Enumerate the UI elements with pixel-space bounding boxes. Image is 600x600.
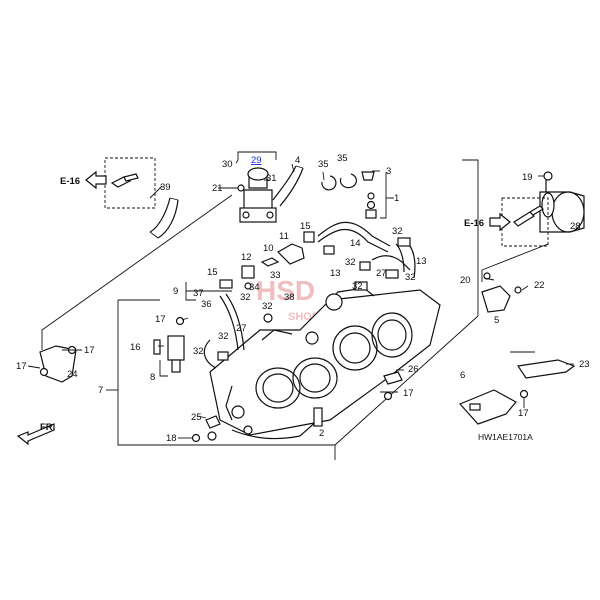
bracket-5-icon [481, 285, 511, 313]
callout-17c[interactable]: 17 [16, 361, 27, 372]
ref-group-left: E-16 [60, 157, 156, 209]
callout-27a[interactable]: 27 [376, 268, 387, 279]
callout-12[interactable]: 12 [241, 252, 252, 263]
bracket-23-icon [516, 359, 576, 379]
plate-6-icon [458, 389, 517, 425]
callout-29[interactable]: 29 [251, 155, 262, 166]
filter-group [539, 171, 585, 233]
callout-4[interactable]: 4 [295, 155, 300, 166]
callout-23[interactable]: 23 [579, 359, 590, 370]
callout-2[interactable]: 2 [319, 428, 324, 439]
front-label: FR. [40, 422, 55, 433]
callout-11[interactable]: 11 [279, 231, 289, 242]
front-arrow-icon [16, 423, 55, 446]
callout-31[interactable]: 31 [266, 173, 277, 184]
bracket-line [41, 194, 233, 350]
callout-28[interactable]: 28 [570, 221, 581, 232]
callout-10[interactable]: 10 [263, 243, 274, 254]
leader-lines [27, 159, 574, 439]
callout-7[interactable]: 7 [98, 385, 103, 396]
callout-15a[interactable]: 15 [300, 221, 311, 232]
ref-arrow-right-icon [489, 212, 511, 232]
callout-17e[interactable]: 17 [518, 408, 529, 419]
callout-39[interactable]: 39 [160, 182, 171, 193]
callout-8[interactable]: 8 [150, 372, 155, 383]
callout-32e[interactable]: 32 [262, 301, 273, 312]
ref-arrow-left-icon [85, 170, 107, 190]
callout-22[interactable]: 22 [534, 280, 545, 291]
callout-32f[interactable]: 32 [218, 331, 229, 342]
callout-17b[interactable]: 17 [84, 345, 95, 356]
throttle-body-icon [209, 289, 441, 436]
callout-21[interactable]: 21 [212, 183, 223, 194]
fitting-tip-icon [123, 173, 139, 182]
callout-3[interactable]: 3 [386, 166, 391, 177]
callout-17d[interactable]: 17 [403, 388, 414, 399]
valve-group [218, 151, 277, 223]
callout-27b[interactable]: 27 [236, 323, 247, 334]
callout-35a[interactable]: 35 [318, 159, 329, 170]
callout-16[interactable]: 16 [130, 342, 141, 353]
clamp-35a-icon [321, 175, 337, 191]
callout-5[interactable]: 5 [494, 315, 499, 326]
diagram-code: HW1AE1701A [478, 432, 533, 442]
callout-17a[interactable]: 17 [155, 314, 166, 325]
callout-35b[interactable]: 35 [337, 153, 348, 164]
callout-32c[interactable]: 32 [405, 272, 416, 283]
fitting-3-icon [361, 171, 375, 181]
callout-24[interactable]: 24 [67, 369, 78, 380]
callout-34[interactable]: 34 [249, 282, 260, 293]
callout-18[interactable]: 18 [166, 433, 177, 444]
ref-label-left[interactable]: E-16 [60, 176, 80, 187]
callout-1[interactable]: 1 [394, 193, 399, 204]
callout-32b[interactable]: 32 [345, 257, 356, 268]
callout-15b[interactable]: 15 [207, 267, 218, 278]
main-assembly-outline [106, 159, 479, 460]
callout-25[interactable]: 25 [191, 412, 202, 423]
callout-26[interactable]: 26 [408, 364, 419, 375]
ref-group-right: E-16 [464, 197, 549, 247]
ref-label-right[interactable]: E-16 [464, 218, 484, 229]
callout-38[interactable]: 38 [284, 292, 295, 303]
callout-6[interactable]: 6 [460, 370, 465, 381]
hose-39 [149, 197, 171, 233]
callout-13a[interactable]: 13 [416, 256, 427, 267]
callout-20[interactable]: 20 [460, 275, 471, 286]
callout-32g[interactable]: 32 [193, 346, 204, 357]
callout-14[interactable]: 14 [350, 238, 361, 249]
callout-labels: 29 30 31 21 4 35 35 3 1 19 28 39 15 11 1… [16, 153, 590, 444]
sensor-wire-2 [231, 419, 319, 440]
callout-36[interactable]: 36 [201, 299, 212, 310]
hose-4 [272, 165, 297, 201]
sensor-group [153, 316, 185, 377]
diaphragm-icon [325, 293, 343, 311]
callout-33[interactable]: 33 [270, 270, 281, 281]
long-hose [317, 221, 391, 247]
callout-13b[interactable]: 13 [330, 268, 341, 279]
callout-32h[interactable]: 32 [352, 281, 363, 292]
watermark-main: HSD [256, 275, 315, 306]
callout-9[interactable]: 9 [173, 286, 178, 297]
throttle-body [209, 287, 441, 436]
callout-32a[interactable]: 32 [392, 226, 403, 237]
callout-30[interactable]: 30 [222, 159, 233, 170]
clamp-35b-icon [339, 173, 357, 189]
bracket-24-icon [39, 345, 77, 383]
callout-32d[interactable]: 32 [240, 292, 251, 303]
callout-19[interactable]: 19 [522, 172, 533, 183]
callout-37[interactable]: 37 [193, 288, 204, 299]
sensor-8-icon [167, 335, 185, 361]
